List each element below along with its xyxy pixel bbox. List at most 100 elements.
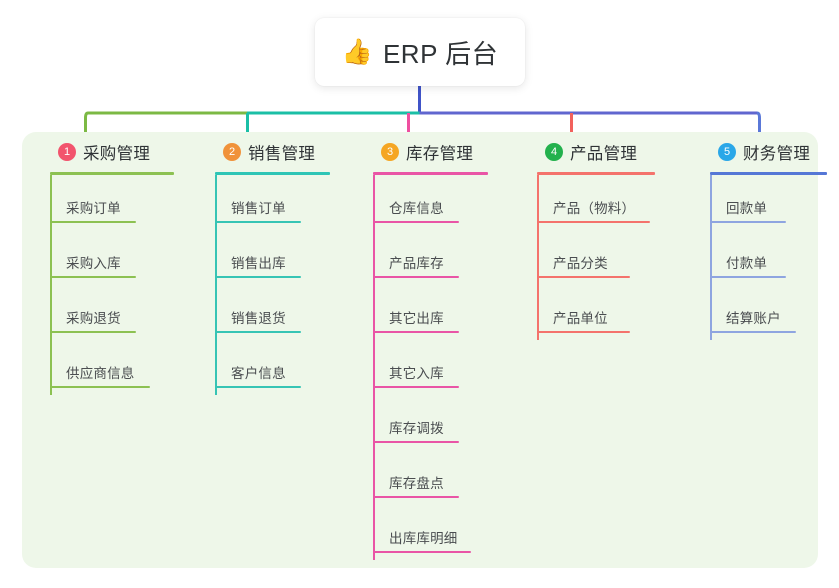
branch-badge-1: 1 <box>58 143 76 161</box>
leaf-item[interactable]: 结算账户 <box>700 285 839 340</box>
branch-rule-4 <box>537 172 655 175</box>
leaf-item[interactable]: 出库库明细 <box>363 505 533 560</box>
branch-column-3: 3 库存管理仓库信息产品库存其它出库其它入库库存调拨库存盘点出库库明细 <box>363 132 533 560</box>
leaf-label: 客户信息 <box>231 366 286 381</box>
leaf-rule <box>537 276 630 278</box>
leaf-connector <box>373 340 375 395</box>
branch-title-3: 库存管理 <box>406 145 474 163</box>
leaf-rule <box>373 441 459 443</box>
leaf-item[interactable]: 产品库存 <box>363 230 533 285</box>
root-node-title: ERP 后台 <box>382 38 499 69</box>
branch-header-1[interactable]: 1 采购管理 <box>40 132 200 172</box>
leaf-item[interactable]: 销售出库 <box>205 230 365 285</box>
leaf-connector <box>373 285 375 340</box>
leaf-item[interactable]: 付款单 <box>700 230 839 285</box>
leaf-rule <box>373 331 459 333</box>
branch-items-4: 产品（物料）产品分类产品单位 <box>527 175 707 340</box>
leaf-item[interactable]: 采购订单 <box>40 175 200 230</box>
leaf-rule <box>215 221 301 223</box>
leaf-item[interactable]: 仓库信息 <box>363 175 533 230</box>
branch-items-3: 仓库信息产品库存其它出库其它入库库存调拨库存盘点出库库明细 <box>363 175 533 560</box>
leaf-connector <box>215 175 217 230</box>
branch-column-1: 1 采购管理采购订单采购入库采购退货供应商信息 <box>40 132 200 395</box>
root-node-card[interactable]: 👍 ERP 后台 <box>315 18 525 86</box>
leaf-rule <box>537 221 650 223</box>
leaf-label: 销售退货 <box>231 311 286 326</box>
leaf-label: 供应商信息 <box>66 366 135 381</box>
leaf-item[interactable]: 采购入库 <box>40 230 200 285</box>
leaf-item[interactable]: 库存调拨 <box>363 395 533 450</box>
branch-title-5: 财务管理 <box>743 145 811 163</box>
leaf-rule <box>215 276 301 278</box>
thumbs-up-icon: 👍 <box>341 37 373 66</box>
leaf-label: 产品库存 <box>389 256 444 271</box>
leaf-item[interactable]: 库存盘点 <box>363 450 533 505</box>
leaf-item[interactable]: 供应商信息 <box>40 340 200 395</box>
leaf-rule <box>373 496 459 498</box>
branch-items-1: 采购订单采购入库采购退货供应商信息 <box>40 175 200 395</box>
leaf-rule <box>373 386 459 388</box>
leaf-label: 产品单位 <box>553 311 608 326</box>
branch-header-3[interactable]: 3 库存管理 <box>363 132 533 172</box>
leaf-connector <box>50 175 52 230</box>
leaf-connector <box>215 285 217 340</box>
branch-rule-2 <box>215 172 330 175</box>
leaf-connector <box>710 175 712 230</box>
leaf-rule <box>373 221 459 223</box>
leaf-item[interactable]: 采购退货 <box>40 285 200 340</box>
leaf-item[interactable]: 其它出库 <box>363 285 533 340</box>
branch-badge-3: 3 <box>381 143 399 161</box>
leaf-connector <box>710 285 712 340</box>
leaf-label: 结算账户 <box>726 311 781 326</box>
root-node-content: 👍 ERP 后台 <box>342 34 498 71</box>
leaf-item[interactable]: 产品（物料） <box>527 175 707 230</box>
leaf-connector <box>50 340 52 395</box>
branch-badge-4: 4 <box>545 143 563 161</box>
leaf-connector <box>50 230 52 285</box>
leaf-label: 采购入库 <box>66 256 121 271</box>
leaf-label: 付款单 <box>726 256 768 271</box>
leaf-label: 出库库明细 <box>389 531 458 546</box>
leaf-item[interactable]: 回款单 <box>700 175 839 230</box>
branch-title-1: 采购管理 <box>83 145 151 163</box>
leaf-connector <box>373 175 375 230</box>
leaf-connector <box>373 505 375 560</box>
leaf-connector <box>373 450 375 505</box>
leaf-label: 仓库信息 <box>389 201 444 216</box>
leaf-rule <box>373 276 459 278</box>
leaf-rule <box>710 331 796 333</box>
leaf-rule <box>215 386 301 388</box>
leaf-item[interactable]: 销售订单 <box>205 175 365 230</box>
leaf-rule <box>710 221 786 223</box>
branch-items-5: 回款单付款单结算账户 <box>700 175 839 340</box>
leaf-label: 其它入库 <box>389 366 444 381</box>
leaf-item[interactable]: 产品单位 <box>527 285 707 340</box>
branch-rule-1 <box>50 172 174 175</box>
leaf-item[interactable]: 产品分类 <box>527 230 707 285</box>
leaf-label: 其它出库 <box>389 311 444 326</box>
leaf-item[interactable]: 销售退货 <box>205 285 365 340</box>
leaf-connector <box>373 230 375 285</box>
branch-title-2: 销售管理 <box>248 145 316 163</box>
branch-rule-5 <box>710 172 827 175</box>
leaf-item[interactable]: 其它入库 <box>363 340 533 395</box>
leaf-connector <box>537 285 539 340</box>
leaf-label: 库存盘点 <box>389 476 444 491</box>
leaf-connector <box>50 285 52 340</box>
leaf-item[interactable]: 客户信息 <box>205 340 365 395</box>
leaf-label: 采购退货 <box>66 311 121 326</box>
leaf-label: 回款单 <box>726 201 768 216</box>
leaf-rule <box>537 331 630 333</box>
leaf-label: 销售订单 <box>231 201 286 216</box>
branch-panel <box>22 132 818 568</box>
leaf-rule <box>373 551 471 553</box>
leaf-connector <box>215 230 217 285</box>
